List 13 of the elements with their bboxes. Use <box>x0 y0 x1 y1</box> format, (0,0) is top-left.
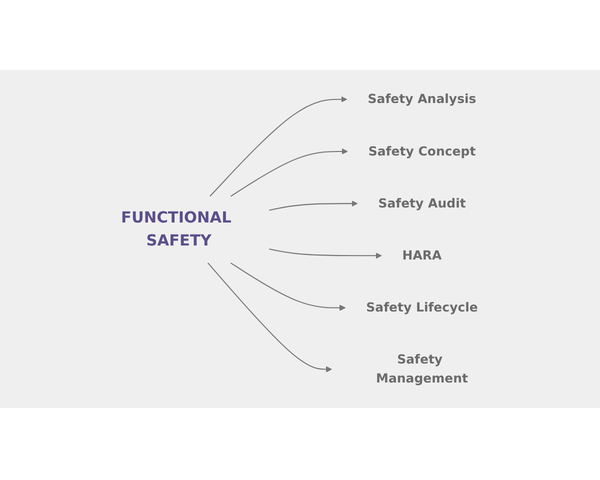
arrow <box>268 248 382 259</box>
arrow <box>230 262 346 311</box>
node-text: Safety Analysis <box>367 92 476 107</box>
arrow <box>207 262 332 372</box>
arrow <box>230 148 348 197</box>
node-text: HARA <box>402 248 442 263</box>
node-text: Safety Audit <box>378 196 466 211</box>
node-text: Safety Management <box>376 352 468 386</box>
arrow <box>268 200 358 211</box>
node-text: FUNCTIONAL SAFETY <box>120 209 231 250</box>
node-text: Safety Concept <box>368 144 476 159</box>
arrow <box>209 96 347 197</box>
node-text: Safety Lifecycle <box>366 300 478 316</box>
